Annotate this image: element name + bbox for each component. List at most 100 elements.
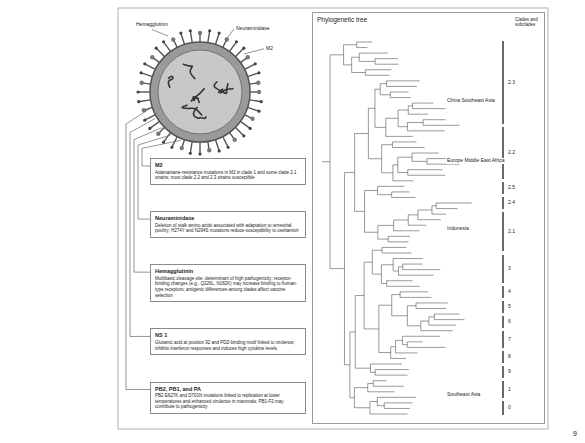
surface-spike [215, 140, 218, 150]
clade-number: 4 [508, 289, 511, 295]
tree-branch [355, 211, 365, 212]
box-body: Glutamic acid at position 92 and PDZ-bin… [155, 340, 301, 351]
tree-branch [404, 180, 413, 181]
rnp-segment [218, 89, 233, 93]
clade-number: 2.2 [508, 150, 515, 156]
part-label: Neuraminidase [236, 26, 270, 32]
clade-number: 8 [508, 354, 511, 360]
tree-branch [357, 42, 366, 43]
tree-branch [414, 264, 422, 265]
clade-number: 0 [508, 405, 511, 411]
tree-branch [393, 397, 416, 398]
tree-branch [398, 97, 411, 98]
clade-bracket [502, 381, 504, 398]
tree-branch [434, 314, 444, 315]
tree-branch [412, 161, 427, 162]
tree-branch [381, 283, 386, 284]
tree-branch [416, 302, 426, 303]
tree-branch [400, 291, 411, 292]
tree-branch [378, 380, 386, 381]
tree-branch [386, 136, 397, 137]
tree-branch [384, 369, 409, 370]
tree-branch [390, 91, 397, 92]
leader-line [134, 128, 162, 273]
tree-branch [359, 53, 371, 54]
rnp-segment [193, 107, 205, 118]
tree-branch [422, 175, 445, 176]
spike-head [179, 31, 182, 34]
tree-branch [352, 57, 360, 58]
tree-branch [378, 194, 392, 195]
surface-spike [190, 32, 192, 43]
tree-branch [357, 47, 361, 48]
tree-branch [392, 197, 398, 198]
tree-branch [419, 347, 445, 348]
tree-branch [408, 175, 422, 176]
tree-branch [403, 269, 418, 270]
tree-branch [429, 119, 445, 120]
tree-branch [397, 280, 412, 281]
tree-branch [394, 230, 402, 231]
tree-branch [402, 344, 407, 345]
tree-branch [418, 219, 424, 220]
tree-branch [365, 232, 378, 233]
tree-branch [344, 172, 354, 173]
tree-branch [350, 331, 355, 332]
tree-branch [355, 133, 369, 134]
spike-head [257, 110, 260, 113]
clade-bracket [502, 212, 504, 251]
clade-number: 2.5 [508, 185, 515, 191]
tree-branch [392, 294, 400, 295]
tree-branch [407, 325, 420, 326]
clade-bracket [502, 255, 504, 283]
tree-branch [387, 375, 407, 376]
tree-branch [377, 75, 390, 76]
spike-head [150, 55, 154, 59]
tree-branch [403, 264, 414, 265]
tree-branch [436, 203, 448, 204]
clade-bracket [502, 316, 504, 328]
tree-branch [444, 314, 459, 315]
virion-illustration [136, 29, 262, 155]
spike-head [155, 47, 158, 50]
region-label: Indonesia [446, 226, 470, 232]
tree-branch [429, 325, 435, 326]
spike-head [143, 62, 146, 65]
figure-frame [118, 8, 548, 429]
tree-branch [407, 305, 416, 306]
tree-branch [428, 308, 447, 309]
tree-branch [402, 336, 416, 337]
tree-branch [390, 97, 397, 98]
clade-bracket [502, 127, 504, 179]
tree-branch [418, 153, 438, 154]
surface-spike [235, 49, 243, 57]
clade-bracket [502, 366, 504, 378]
clade-number: 3 [508, 266, 511, 272]
box-body: Multibasic cleavage site: determinant of… [155, 276, 301, 299]
region-label: China Southeast Asia [446, 98, 496, 104]
clade-number: 2.1 [508, 229, 515, 235]
clade-number: 2.3 [508, 80, 515, 86]
tree-branch [392, 191, 402, 192]
tree-branch [375, 369, 384, 370]
tree-branch [408, 169, 419, 170]
tree-branch [424, 219, 441, 220]
tree-branch [387, 80, 396, 81]
tree-branch [387, 86, 393, 87]
tree-branch [388, 241, 398, 242]
tree-branch [372, 274, 381, 275]
tree-branch [392, 286, 420, 287]
surface-spike [248, 107, 258, 110]
tree-branch [427, 158, 438, 159]
tree-branch [417, 103, 434, 104]
virion-envelope [150, 42, 250, 142]
tree-branch [370, 414, 382, 415]
annotation-box: PB2, PB1, and PAPB2 E627K and D701N muta… [150, 382, 306, 414]
tree-branch [416, 308, 428, 309]
surface-spike [181, 34, 184, 44]
tree-branch [407, 341, 416, 342]
spike-head [139, 71, 142, 74]
clade-bracket [502, 331, 504, 348]
tree-branch [410, 297, 431, 298]
box-heading: M2 [155, 162, 301, 169]
